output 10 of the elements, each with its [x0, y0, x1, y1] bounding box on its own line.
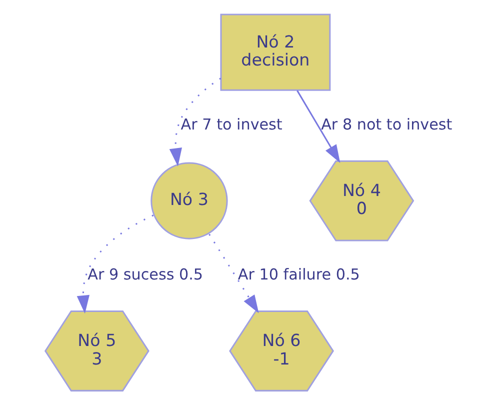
arrow: [76, 214, 154, 314]
node-circle: Nó 3: [150, 162, 228, 240]
edge-label: Ar 8 not to invest: [321, 115, 452, 134]
edge-label: Ar 9 sucess 0.5: [88, 266, 204, 284]
edge-label: Ar 7 to invest: [180, 115, 282, 134]
arrow: [169, 78, 222, 166]
edge-label: Ar 10 failure 0.5: [238, 266, 360, 284]
node-box: Nó 2 decision: [220, 14, 331, 91]
arrow: [296, 90, 340, 164]
arrow: [208, 234, 259, 314]
